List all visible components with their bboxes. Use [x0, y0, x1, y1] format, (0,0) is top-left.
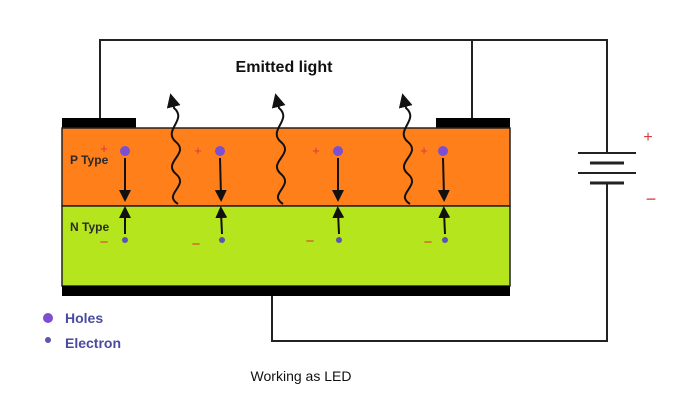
hole-dot — [120, 146, 130, 156]
minus-sign: − — [100, 234, 109, 251]
circuit-wires — [99, 39, 608, 342]
carrier-pair-3: + − — [306, 143, 345, 250]
p-type-label: P Type — [70, 153, 109, 167]
top-contact-left — [62, 118, 136, 128]
bottom-contact — [62, 286, 510, 296]
n-type-label: N Type — [70, 220, 109, 234]
legend-holes-label: Holes — [65, 310, 103, 326]
emitted-light-title: Emitted light — [236, 59, 334, 76]
battery-minus-sign: − — [646, 189, 657, 209]
electron-dot — [219, 237, 225, 243]
legend-hole-dot — [43, 313, 53, 323]
plus-sign: + — [194, 143, 202, 158]
top-contact-right — [436, 118, 510, 128]
carrier-pair-1: + − — [100, 141, 131, 251]
diagram-caption: Working as LED — [251, 368, 352, 384]
plus-sign: + — [312, 143, 320, 158]
minus-sign: − — [424, 234, 433, 251]
wire-top-right — [472, 39, 608, 153]
photon-wave-3 — [398, 93, 414, 205]
photon-wave-2 — [271, 93, 287, 205]
electron-arrow — [215, 206, 228, 235]
battery-plus-sign: + — [643, 129, 652, 146]
battery-icon — [578, 152, 636, 185]
hole-dot — [215, 146, 225, 156]
legend-electron-dot — [45, 337, 51, 343]
electron-dot — [336, 237, 342, 243]
minus-sign: − — [192, 236, 201, 253]
hole-dot — [333, 146, 343, 156]
minus-sign: − — [306, 233, 315, 250]
hole-arrow — [437, 157, 450, 202]
legend: Holes Electron — [43, 310, 121, 351]
wire-battery-to-bottom — [271, 183, 608, 342]
wire-top-left — [99, 39, 473, 118]
electron-arrow — [438, 206, 451, 235]
hole-dot — [438, 146, 448, 156]
plus-sign: + — [100, 141, 108, 156]
electron-arrow — [332, 206, 345, 235]
electron-dot — [442, 237, 448, 243]
photon-wave-1 — [166, 93, 182, 205]
legend-electron-label: Electron — [65, 335, 121, 351]
plus-sign: + — [420, 143, 428, 158]
carrier-pair-4: + − — [420, 143, 451, 251]
electron-dot — [122, 237, 128, 243]
hole-arrow — [214, 157, 227, 202]
n-type-region — [61, 205, 511, 287]
carrier-pair-2: + − — [192, 143, 228, 253]
